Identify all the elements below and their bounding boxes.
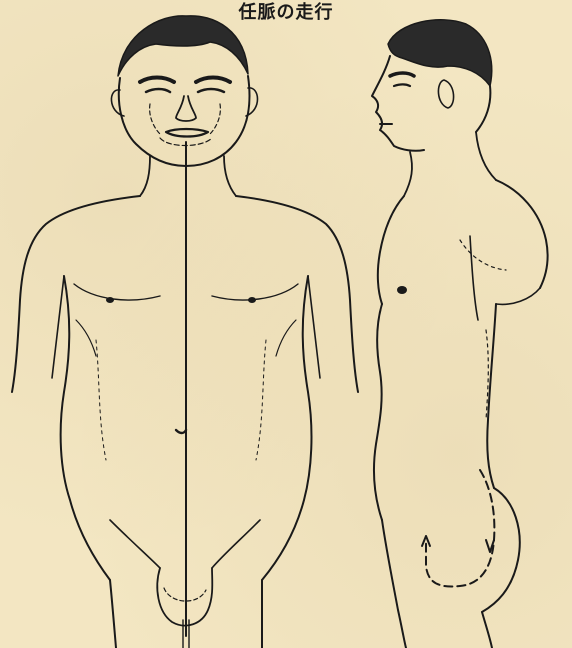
- side-lower-front: [382, 520, 406, 648]
- front-left-pectoral: [74, 284, 160, 300]
- front-right-arm-inner: [308, 276, 320, 378]
- front-groin-left: [110, 520, 160, 568]
- side-ren-mai-dashed: [426, 470, 494, 586]
- side-neck-front: [404, 152, 412, 196]
- front-mouth: [166, 129, 208, 137]
- side-back-torso: [487, 304, 496, 488]
- front-nose: [176, 96, 196, 121]
- side-back-head: [476, 86, 490, 132]
- front-right-pectoral: [212, 284, 298, 300]
- side-shade-chest: [460, 240, 506, 270]
- front-cheek-shade-right: [210, 104, 220, 134]
- front-left-leg: [110, 580, 116, 648]
- front-right-nipple: [248, 297, 256, 303]
- front-left-eye: [146, 89, 170, 92]
- front-navel: [176, 430, 186, 433]
- front-right-eyebrow: [196, 78, 230, 83]
- front-torso-left: [61, 276, 110, 580]
- side-abdomen: [374, 304, 382, 520]
- side-eyebrow: [390, 73, 414, 76]
- side-buttock: [482, 488, 520, 612]
- side-face-profile: [372, 56, 424, 151]
- front-left-arm-inner: [52, 276, 64, 378]
- side-view-body: [372, 20, 548, 648]
- front-abdomen-shade-left: [96, 340, 106, 460]
- front-left-ribs: [76, 320, 96, 356]
- side-arm-back: [496, 288, 540, 304]
- side-nipple: [397, 286, 407, 294]
- front-left-ear: [111, 90, 124, 116]
- front-hair: [118, 16, 248, 76]
- front-right-eye: [198, 89, 224, 92]
- front-view-body: [12, 16, 358, 648]
- front-left-shoulder-arm: [12, 196, 140, 392]
- front-right-shoulder-arm: [236, 196, 358, 392]
- side-thigh-back: [482, 612, 492, 648]
- front-neck-right: [224, 156, 236, 196]
- side-arm-front: [470, 236, 478, 320]
- front-genital: [157, 568, 212, 626]
- front-abdomen-shade-right: [256, 340, 266, 460]
- side-shoulder-back: [496, 180, 548, 288]
- front-right-ribs: [276, 320, 296, 356]
- front-left-eyebrow: [140, 78, 174, 83]
- side-neck-back: [476, 132, 496, 180]
- front-left-nipple: [106, 297, 114, 303]
- front-groin-right: [212, 520, 260, 568]
- front-torso-right: [262, 276, 311, 580]
- front-neck-left: [140, 156, 150, 196]
- side-hair: [388, 20, 492, 86]
- front-cheek-shade-left: [150, 104, 160, 134]
- side-eye: [394, 85, 410, 87]
- side-ear: [438, 80, 453, 108]
